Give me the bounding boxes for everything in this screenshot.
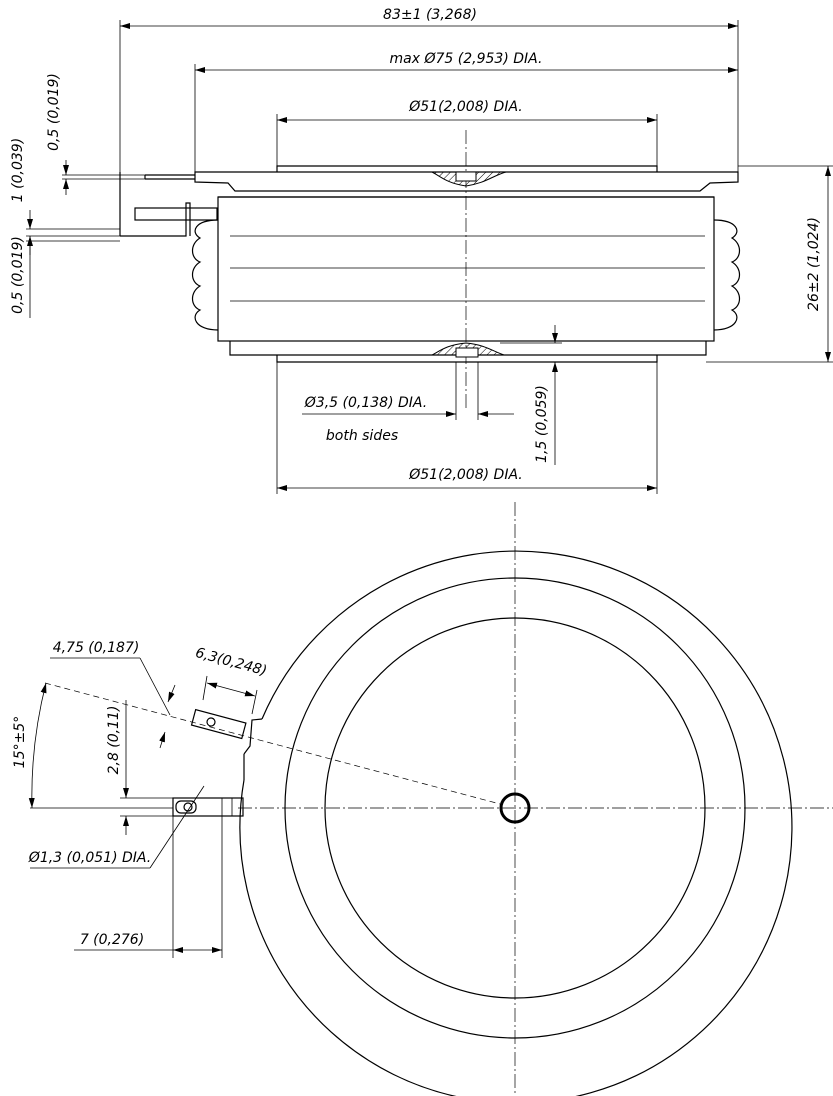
angle-arc bbox=[28, 682, 47, 809]
tab-length-dim bbox=[206, 682, 256, 697]
top-contact-plate bbox=[276, 165, 658, 172]
center-hole-label: Ø3,5 (0,138) DIA. bbox=[304, 395, 427, 411]
tab-angle-line bbox=[44, 682, 501, 805]
bottom-dia-label: Ø51(2,008) DIA. bbox=[408, 467, 522, 483]
gate-terminal bbox=[119, 172, 191, 237]
bottom-contact-plate bbox=[276, 355, 658, 363]
plan-view: 2,8 (0,11) 15°±5° 4,75 (0,187) 6,3(0,248… bbox=[12, 502, 833, 1096]
middle-circle bbox=[284, 577, 746, 1039]
overall-width-label: 83±1 (3,268) bbox=[383, 7, 477, 23]
height-label: 26±2 (1,024) bbox=[806, 217, 822, 311]
center-hole-note: both sides bbox=[326, 428, 398, 444]
lower-tab bbox=[172, 797, 244, 817]
flange-thickness-label: 0,5 (0,019) bbox=[46, 73, 62, 151]
gap-label: 1 (0,039) bbox=[10, 138, 26, 202]
tab-length-label: 6,3(0,248) bbox=[194, 645, 269, 679]
tab-hole-dia-label: Ø1,3 (0,051) DIA. bbox=[28, 850, 151, 866]
tab-offset-label: 7 (0,276) bbox=[80, 932, 144, 948]
top-dia-label: Ø51(2,008) DIA. bbox=[408, 99, 522, 115]
right-sheds bbox=[713, 219, 741, 331]
max-dia-label: max Ø75 (2,953) DIA. bbox=[390, 51, 543, 67]
left-sheds bbox=[191, 219, 219, 331]
upper-tab bbox=[190, 708, 247, 740]
center-hole-circle bbox=[499, 792, 531, 824]
tab-width-label: 4,75 (0,187) bbox=[53, 640, 140, 656]
terminal-thickness-label: 0,5 (0,019) bbox=[10, 236, 26, 314]
tab-spacing-label: 2,8 (0,11) bbox=[106, 706, 122, 775]
top-flange bbox=[194, 171, 739, 192]
upper-tab-hole bbox=[206, 717, 216, 727]
gate-lead bbox=[134, 207, 218, 221]
outer-flange-circle bbox=[239, 550, 793, 1096]
tab-angle-label: 15°±5° bbox=[12, 716, 28, 768]
inner-contact-circle bbox=[324, 617, 706, 999]
side-view: 83±1 (3,268) max Ø75 (2,953) DIA. Ø51(2,… bbox=[10, 7, 833, 494]
center-hole-depth-label: 1,5 (0,059) bbox=[534, 385, 550, 463]
